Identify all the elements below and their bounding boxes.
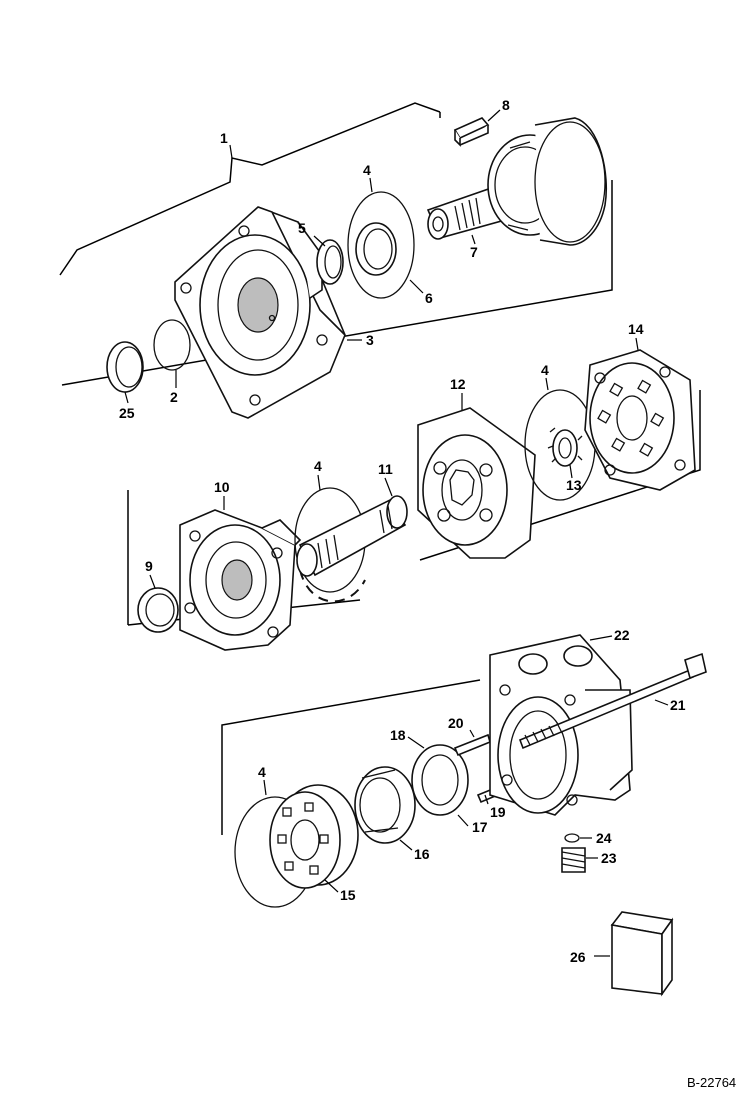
callout-25: 25 xyxy=(119,405,135,421)
part-13-star-gear xyxy=(547,427,583,467)
part-16-seal xyxy=(354,766,416,844)
part-18-ring xyxy=(411,744,469,816)
callout-1: 1 xyxy=(220,130,228,146)
callout-22: 22 xyxy=(614,627,630,643)
callout-15: 15 xyxy=(340,887,356,903)
callout-4-upper: 4 xyxy=(363,162,371,178)
part-3-mounting-flange xyxy=(174,206,346,419)
part-14-end-plate xyxy=(584,349,696,491)
callout-14: 14 xyxy=(628,321,644,337)
part-20-pin xyxy=(453,733,491,757)
part-11-drive-spline xyxy=(296,495,408,577)
section-frame-3 xyxy=(221,679,481,835)
callout-8: 8 xyxy=(502,97,510,113)
part-4-seal-upper xyxy=(347,191,415,299)
part-26-kit-box xyxy=(610,911,674,997)
callout-9: 9 xyxy=(145,558,153,574)
callout-6: 6 xyxy=(425,290,433,306)
callout-16: 16 xyxy=(414,846,430,862)
part-23-spring xyxy=(561,847,586,873)
callout-12: 12 xyxy=(450,376,466,392)
callout-21: 21 xyxy=(670,697,686,713)
callout-23: 23 xyxy=(601,850,617,866)
callout-18: 18 xyxy=(390,727,406,743)
callout-7: 7 xyxy=(470,244,478,260)
part-8-key xyxy=(453,117,490,147)
callout-4-right: 4 xyxy=(541,362,549,378)
callout-17: 17 xyxy=(472,819,488,835)
leader-lines xyxy=(124,109,669,957)
callout-20: 20 xyxy=(448,715,464,731)
part-2-o-ring xyxy=(153,319,191,371)
part-12-gerotor xyxy=(417,407,536,559)
callout-4-lower: 4 xyxy=(258,764,266,780)
part-7-output-shaft xyxy=(426,117,608,246)
callout-labels: 1 2 3 4 5 6 7 8 25 9 10 4 11 12 4 13 14 … xyxy=(119,97,686,965)
figure-reference: B-22764 xyxy=(687,1075,736,1090)
part-15-balance-plate xyxy=(269,784,359,889)
part-10-plate xyxy=(179,509,302,651)
callout-24: 24 xyxy=(596,830,612,846)
callout-10: 10 xyxy=(214,479,230,495)
part-5-ring xyxy=(316,239,344,285)
part-22-housing xyxy=(489,634,633,816)
callout-4-middle: 4 xyxy=(314,458,322,474)
callout-2: 2 xyxy=(170,389,178,405)
part-9-ring xyxy=(137,587,179,633)
callout-3: 3 xyxy=(366,332,374,348)
part-21-bolt xyxy=(518,652,707,750)
part-24-o-ring xyxy=(564,833,580,843)
callout-19: 19 xyxy=(490,804,506,820)
callout-11: 11 xyxy=(378,461,393,477)
callout-5: 5 xyxy=(298,220,306,236)
callout-26: 26 xyxy=(570,949,586,965)
part-25-ring xyxy=(106,341,144,393)
callout-13: 13 xyxy=(566,477,582,493)
